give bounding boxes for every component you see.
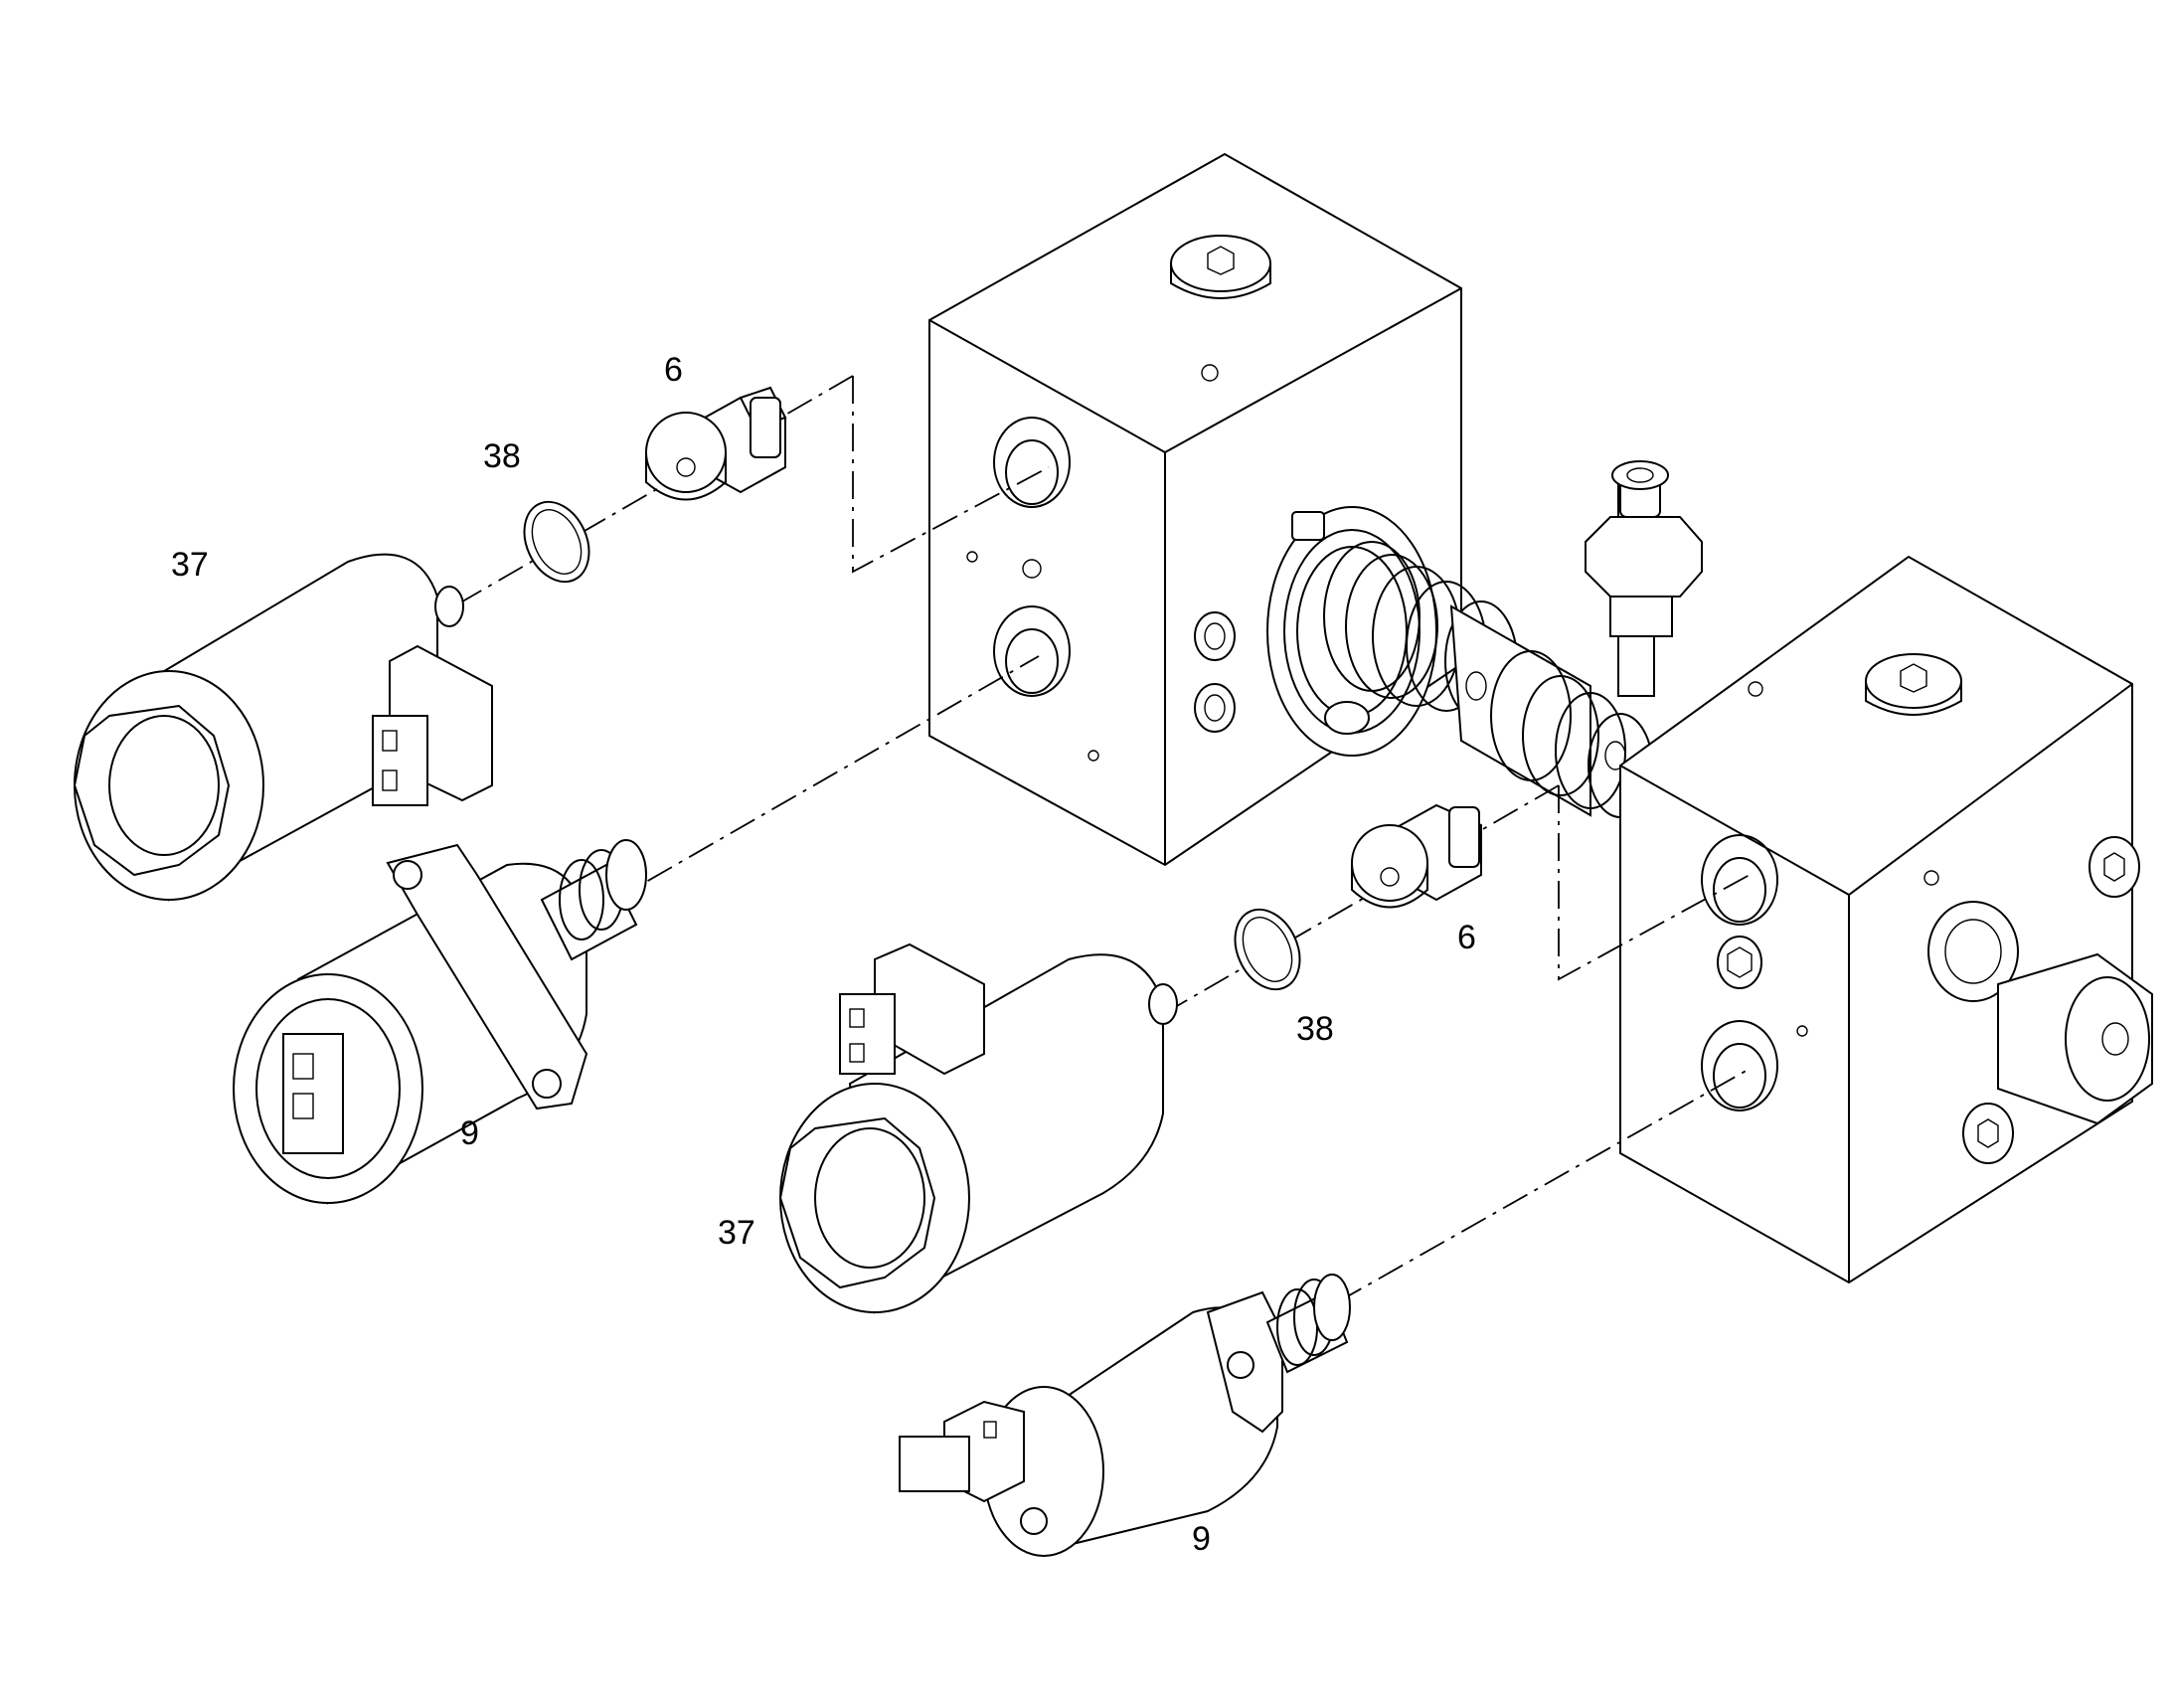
callout-38-lower: 38: [1296, 1010, 1334, 1048]
part-38-lower-oring: [1234, 908, 1301, 991]
pressure-sensor-fitting: [1585, 460, 1703, 697]
part-6-upper-cartridge: [645, 386, 787, 501]
callout-6-upper: 6: [664, 351, 683, 389]
valve-block-left: [928, 152, 1462, 867]
part-9-lower-valve: [899, 1274, 1351, 1557]
part-37-upper-coil: [73, 553, 493, 902]
callout-9-lower: 9: [1192, 1520, 1211, 1558]
callout-37-lower: 37: [718, 1214, 755, 1252]
part-9-upper-valve: [233, 839, 647, 1205]
callout-38-upper: 38: [483, 437, 521, 475]
callout-9-upper: 9: [460, 1114, 479, 1152]
valve-block-right: [1619, 555, 2153, 1284]
callout-6-lower: 6: [1457, 919, 1476, 956]
center-cartridge-valve: [1266, 506, 1653, 818]
part-38-upper-oring: [523, 500, 590, 584]
part-37-lower-coil: [778, 942, 1178, 1314]
callout-37-upper: 37: [171, 546, 209, 584]
part-6-lower-cartridge: [1351, 803, 1482, 909]
